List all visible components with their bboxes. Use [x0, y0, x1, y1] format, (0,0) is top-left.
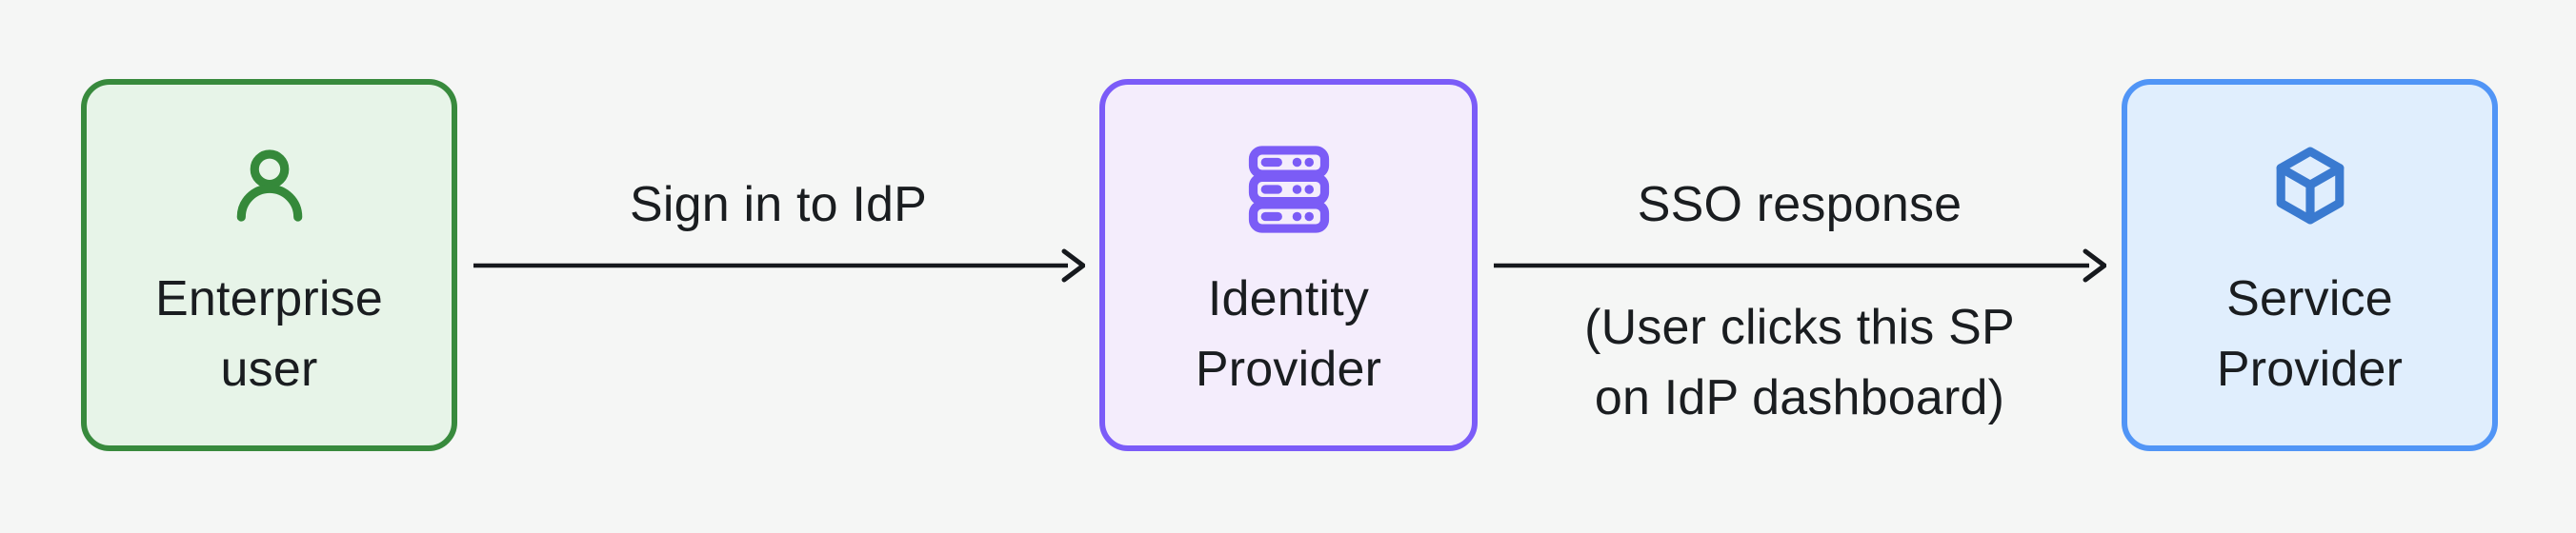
edge-sso-response-label: SSO response	[1637, 177, 1962, 232]
node-enterprise-user: Enterprise user	[81, 79, 457, 451]
node-identity-provider-label: Identity Provider	[1195, 271, 1382, 397]
arrow-right-icon	[473, 248, 1085, 283]
arrow-right-icon	[1494, 248, 2106, 283]
server-icon	[1105, 146, 1472, 233]
cube-icon	[2127, 144, 2492, 227]
edge-sign-in-label: Sign in to IdP	[629, 177, 928, 232]
edge-sign-in-to-idp: Sign in to IdP	[458, 0, 1098, 533]
node-service-provider-label: Service Provider	[2216, 271, 2404, 397]
edge-sso-response: SSO response (User clicks this SP on IdP…	[1478, 0, 2122, 533]
node-identity-provider: Identity Provider	[1099, 79, 1478, 451]
node-enterprise-user-label: Enterprise user	[155, 271, 383, 397]
edge-sso-response-note: (User clicks this SP on IdP dashboard)	[1584, 300, 2015, 425]
user-icon	[87, 144, 452, 227]
node-service-provider: Service Provider	[2122, 79, 2498, 451]
